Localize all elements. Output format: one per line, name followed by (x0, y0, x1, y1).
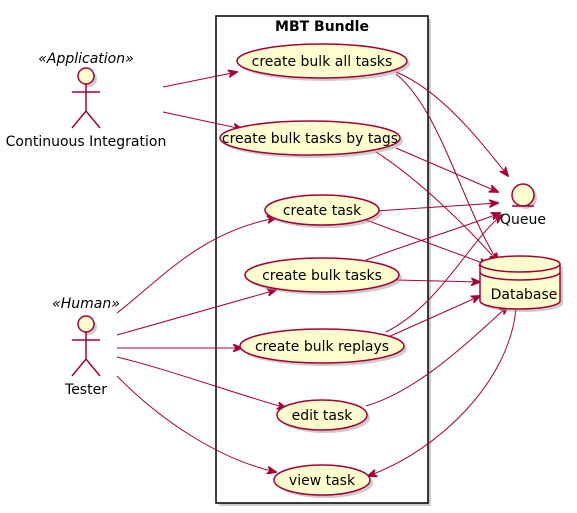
edge-create-task-db (365, 219, 488, 265)
actor-tester: «Human» Tester (52, 296, 120, 398)
edge-tester-create-task (116, 218, 276, 314)
entity-name: Queue (500, 212, 546, 228)
use-case-label: create bulk all tasks (252, 54, 393, 70)
actor-figure-icon (71, 67, 101, 129)
use-case-label: create bulk tasks (262, 268, 382, 284)
use-case-label: edit task (292, 408, 354, 424)
edge-bulk-replays-db (385, 296, 480, 339)
use-case-create-task: create task (264, 194, 382, 228)
edge-ci-bulk-all (162, 72, 237, 88)
boundary-title: MBT Bundle (275, 19, 369, 35)
edge-bulk-tags-db (375, 151, 498, 262)
use-case-label: create bulk replays (255, 339, 389, 355)
use-case-edit-task: edit task (276, 399, 370, 433)
edges (116, 71, 517, 476)
actor-stereotype: «Human» (52, 296, 120, 312)
actor-figure-icon (71, 315, 101, 377)
edge-bulk-tasks-db (395, 280, 480, 282)
use-case-create-bulk-tasks: create bulk tasks (244, 257, 402, 295)
use-case-bulk-tasks-by-tags: create bulk tasks by tags (219, 120, 403, 158)
edge-db-view-task (368, 307, 517, 476)
entity-icon (511, 183, 537, 209)
entity-queue: Queue (500, 183, 546, 228)
use-case-label: create bulk tasks by tags (222, 131, 398, 147)
entity-database: Database (479, 255, 563, 312)
use-case-create-bulk-replays: create bulk replays (239, 328, 407, 366)
use-case-label: create task (283, 203, 362, 219)
edge-bulk-all-queue (395, 71, 508, 176)
edge-bulk-tasks-queue (365, 213, 500, 261)
edge-edit-task-db (365, 306, 508, 407)
actor-continuous-integration: «Application» Continuous Integration (6, 51, 167, 150)
edge-bulk-replays-queue (385, 215, 502, 333)
actor-stereotype: «Application» (38, 51, 134, 67)
edge-tester-view-task (116, 375, 276, 472)
use-case-view-task: view task (273, 464, 373, 498)
edge-bulk-all-db (395, 73, 498, 262)
edge-tester-bulk-tasks (116, 290, 276, 336)
edge-ci-bulk-tags (162, 111, 242, 129)
edge-bulk-tags-queue (395, 147, 498, 192)
actor-name: Continuous Integration (6, 134, 167, 150)
database-icon (479, 255, 563, 312)
database-name: Database (491, 287, 558, 303)
use-case-bulk-all-tasks: create bulk all tasks (236, 43, 410, 81)
edge-create-task-queue (375, 203, 498, 212)
use-case-label: view task (289, 473, 356, 489)
actor-name: Tester (64, 382, 107, 398)
edge-tester-edit-task (116, 356, 286, 408)
